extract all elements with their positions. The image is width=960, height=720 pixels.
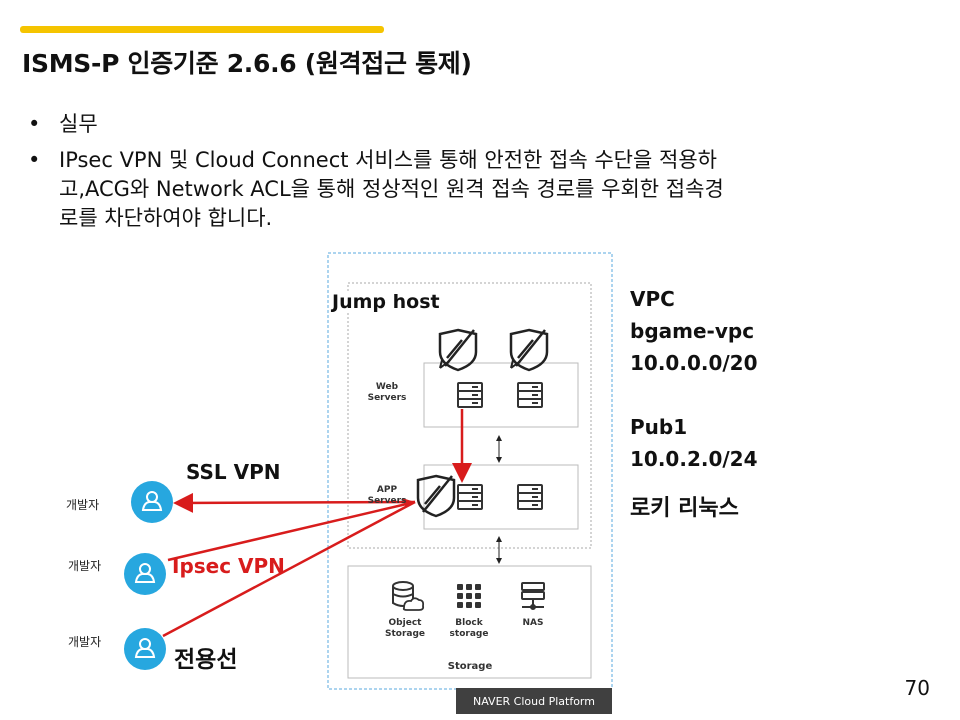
user-icon	[124, 553, 166, 595]
vpc-cidr: 10.0.0.0/20	[630, 351, 758, 375]
block-storage-label: Block storage	[444, 618, 494, 640]
dedicated-line-link	[162, 500, 416, 638]
app-servers-line: APP	[376, 485, 398, 495]
app-servers-line: Servers	[367, 496, 407, 506]
web-servers-line: Servers	[367, 393, 407, 403]
object-storage-line: Object	[388, 618, 422, 628]
vpc-info-spacer	[630, 379, 758, 411]
server-icon	[517, 484, 543, 510]
developer-label: 개발자	[68, 559, 102, 573]
bullet-text: IPsec VPN 및 Cloud Connect 서비스를 통해 안전한 접속…	[59, 146, 940, 233]
subnet-cidr: 10.0.2.0/24	[630, 447, 758, 471]
server-icon	[517, 382, 543, 408]
ssl-vpn-line	[173, 492, 416, 513]
vpc-name: bgame-vpc	[630, 319, 755, 343]
ipsec-arrow-head	[402, 498, 415, 508]
shield-icon	[509, 328, 549, 372]
page-number: 70	[904, 676, 930, 700]
web-servers-line: Web	[375, 382, 399, 392]
bullet-item: • 실무	[28, 110, 940, 139]
object-storage-line: Storage	[384, 629, 426, 639]
block-storage-icon	[457, 584, 481, 608]
nas-icon	[521, 582, 545, 610]
ssl-vpn-label: SSL VPN	[186, 460, 281, 484]
shield-icon	[416, 474, 456, 518]
title-accent-bar	[20, 26, 384, 33]
bullet-line: IPsec VPN 및 Cloud Connect 서비스를 통해 안전한 접속…	[59, 148, 717, 172]
server-icon	[457, 484, 483, 510]
database-icon	[392, 581, 414, 607]
block-storage-line: Block	[455, 618, 483, 628]
bullet-list: • 실무 • IPsec VPN 및 Cloud Connect 서비스를 통해…	[28, 110, 940, 233]
server-icon	[457, 382, 483, 408]
ipsec-vpn-line	[167, 500, 416, 562]
cloud-icon	[402, 597, 425, 611]
subnet-boundary	[347, 282, 592, 549]
app-server-box	[423, 464, 579, 530]
bullet-dot: •	[28, 112, 41, 136]
web-server-box	[423, 362, 579, 428]
os-label: 로키 리눅스	[630, 496, 739, 521]
dedicated-line-label: 전용선	[172, 640, 240, 674]
bullet-line: 고,ACG와 Network ACL을 통해 정상적인 원격 접속 경로를 우회…	[59, 177, 724, 201]
developer-label: 개발자	[66, 498, 100, 512]
object-storage-label: Object Storage	[380, 618, 430, 640]
vpc-label: VPC	[630, 287, 675, 311]
shield-arrow	[510, 359, 520, 369]
subnet-label: Pub1	[630, 415, 688, 439]
nas-label: NAS	[522, 618, 544, 628]
user-icon	[124, 628, 166, 670]
web-servers-label: Web Servers	[356, 382, 418, 404]
bullet-dot: •	[28, 148, 41, 172]
ipsec-vpn-label: Ipsec VPN	[172, 554, 285, 578]
bullet-text: 실무	[59, 112, 98, 136]
shield-icon	[438, 328, 478, 372]
vpc-info: VPC bgame-vpc 10.0.0.0/20 Pub1 10.0.2.0/…	[630, 283, 758, 525]
jump-host-label: Jump host	[330, 291, 442, 313]
user-icon	[131, 481, 173, 523]
block-storage-line: storage	[449, 629, 489, 639]
developer-label: 개발자	[68, 635, 102, 649]
bullet-item: • IPsec VPN 및 Cloud Connect 서비스를 통해 안전한 …	[28, 146, 940, 233]
storage-title: Storage	[447, 661, 493, 672]
bullet-line: 로를 차단하여야 합니다.	[59, 206, 273, 230]
slide-title: ISMS-P 인증기준 2.6.6 (원격접근 통제)	[22, 49, 472, 78]
shield-arrow	[439, 359, 449, 369]
footer-brand: NAVER Cloud Platform	[456, 688, 612, 714]
app-servers-label: APP Servers	[356, 485, 418, 507]
